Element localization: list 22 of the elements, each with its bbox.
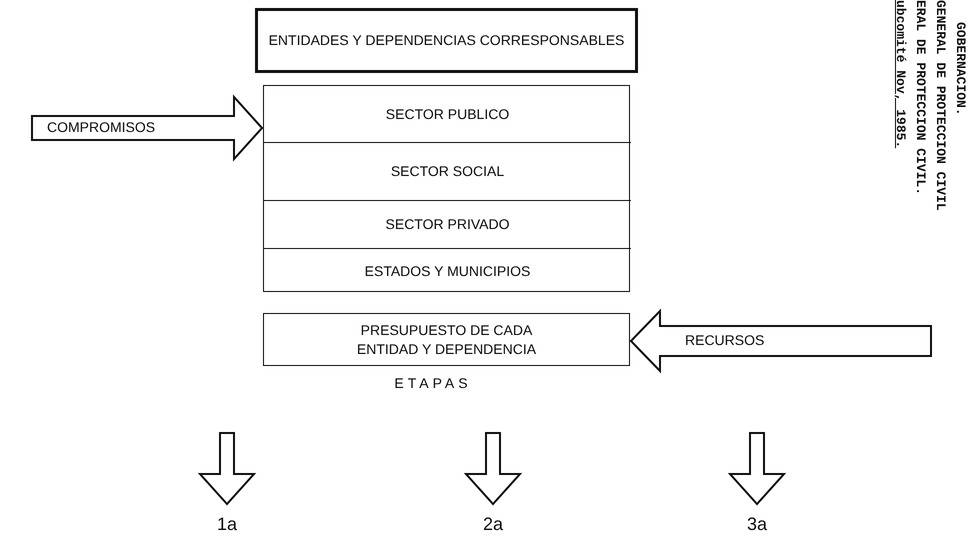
node-text: SECTOR PRIVADO	[386, 215, 510, 234]
node-text: SECTOR SOCIAL	[390, 162, 504, 181]
source-note: ubcomité Nov, 1985.	[893, 0, 908, 148]
source-note: GENERAL DE PROTECCION CIVIL	[933, 0, 948, 211]
node-text: ENTIDADES Y DEPENDENCIAS CORRESPONSABLES	[268, 31, 624, 50]
node-text: PRESUPUESTO DE CADA ENTIDAD Y DEPENDENCIA	[356, 321, 538, 358]
heading-text: ETAPAS	[394, 374, 472, 392]
stage-label: 3a	[746, 513, 768, 536]
stage-label: 2a	[482, 513, 504, 536]
source-note: GOBERNACION.	[953, 22, 968, 116]
block-arrow	[464, 432, 522, 506]
node-text: ESTADOS Y MUNICIPIOS	[364, 262, 530, 280]
block-arrow	[630, 308, 932, 374]
source-note: ERAL DE PROTECCION CIVIL.	[913, 0, 928, 196]
node-text: SECTOR PUBLICO	[386, 104, 510, 124]
process-box	[263, 313, 630, 366]
group-box	[263, 85, 630, 292]
stage-label: 1a	[216, 513, 238, 536]
block-arrow	[31, 94, 264, 162]
block-arrow	[728, 432, 786, 506]
block-arrow	[198, 432, 256, 506]
process-box	[255, 8, 638, 73]
